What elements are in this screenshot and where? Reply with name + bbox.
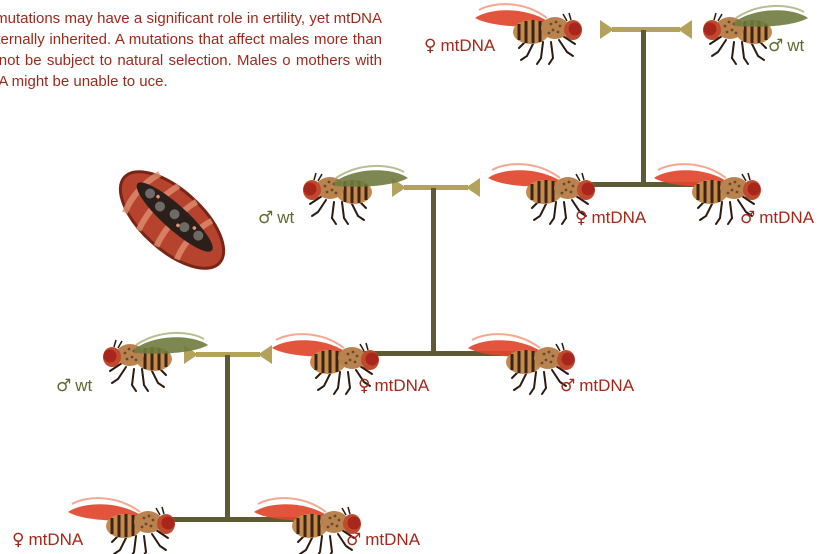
male-symbol: ♂ [258,208,273,228]
label-daughter-2: ♀mtDNA [358,376,429,396]
label-son-1: ♂mtDNA [740,208,814,228]
female-symbol: ♀ [575,208,587,228]
generation-1 [475,4,808,224]
female-symbol: ♀ [358,376,370,396]
generation-2 [272,166,575,394]
descent-line [641,30,646,185]
fly-icon-father-3 [103,333,208,391]
female-symbol: ♀ [424,36,436,56]
male-symbol: ♂ [560,376,575,396]
male-symbol: ♂ [740,208,755,228]
mating-arrow-right [258,345,272,364]
fly-icon-son-2 [468,334,575,394]
male-symbol: ♂ [768,36,783,56]
male-symbol: ♂ [56,376,71,396]
label-son-2: ♂mtDNA [560,376,634,396]
label-daughter-3: ♀mtDNA [12,530,83,550]
label-son-3: ♂mtDNA [346,530,420,550]
descent-line [431,188,436,354]
label-father-2: ♂wt [258,208,294,228]
fly-icon-son-3 [254,498,361,554]
label-mother-1: ♀mtDNA [424,36,495,56]
mitochondrion-icon [104,155,239,285]
label-father-1: ♂wt [768,36,804,56]
mating-arrow-right [678,20,692,39]
label-daughter-1: ♀mtDNA [575,208,646,228]
descent-line [225,355,230,521]
mating-arrow-right [466,178,480,197]
label-father-3: ♂wt [56,376,92,396]
mating-arrow-left [600,20,614,39]
female-symbol: ♀ [12,530,24,550]
male-symbol: ♂ [346,530,361,550]
fly-icon-daughter-3 [68,498,175,554]
